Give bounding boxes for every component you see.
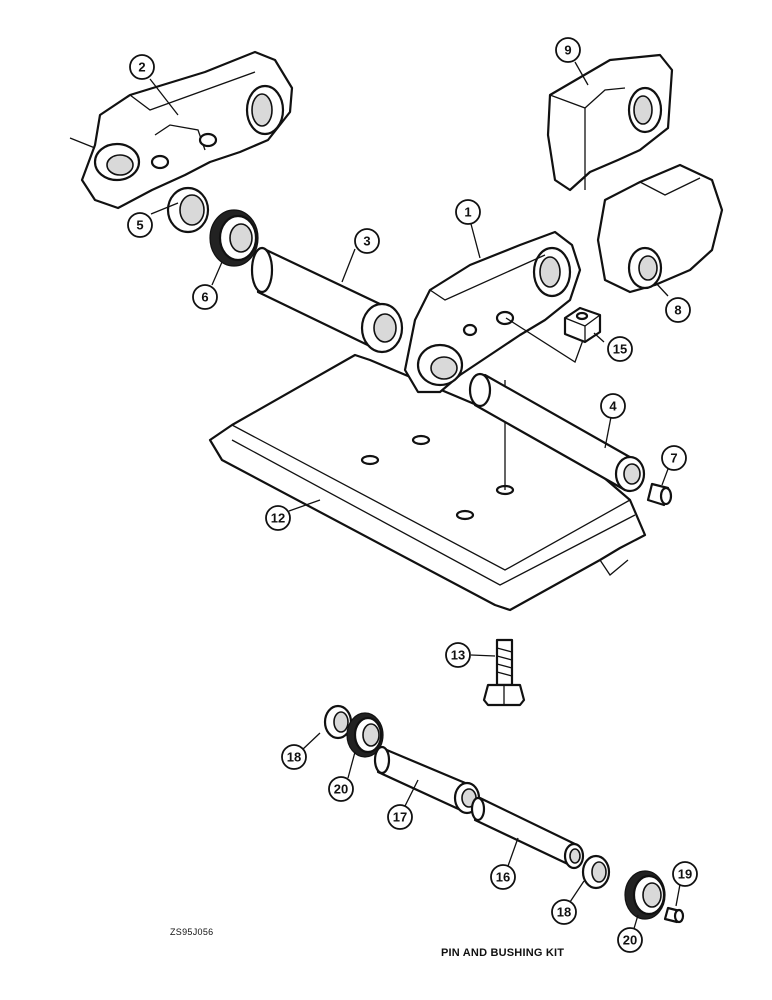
svg-text:9: 9: [564, 43, 571, 58]
bolt-13: [482, 638, 526, 707]
svg-text:19: 19: [678, 867, 692, 882]
kit-seal-18-top: [323, 704, 353, 740]
callout-2: 2: [129, 54, 155, 80]
bushing-3: [250, 246, 404, 354]
seal-ring-6: [209, 209, 259, 267]
kit-seal-20-bottom: [624, 870, 666, 920]
svg-text:6: 6: [201, 290, 208, 305]
callout-9: 9: [555, 37, 581, 63]
callout-12: 12: [265, 505, 291, 531]
callout-15: 15: [607, 336, 633, 362]
svg-text:8: 8: [674, 303, 681, 318]
nut-15: [505, 306, 602, 363]
callout-18-bottom: 18: [551, 899, 577, 925]
svg-text:1: 1: [464, 205, 471, 220]
master-link-half-8: [596, 163, 724, 294]
figure-code: ZS95J056: [170, 927, 214, 937]
svg-text:17: 17: [393, 810, 407, 825]
callout-17: 17: [387, 804, 413, 830]
svg-text:4: 4: [609, 399, 617, 414]
callout-20-top: 20: [328, 776, 354, 802]
pin-4: [468, 372, 646, 493]
svg-text:15: 15: [613, 342, 627, 357]
svg-text:2: 2: [138, 60, 145, 75]
callout-6: 6: [192, 284, 218, 310]
svg-text:18: 18: [287, 750, 301, 765]
callout-4: 4: [600, 393, 626, 419]
svg-text:3: 3: [363, 234, 370, 249]
callout-3: 3: [354, 228, 380, 254]
figure-caption: PIN AND BUSHING KIT: [441, 947, 565, 959]
svg-text:20: 20: [334, 782, 348, 797]
track-link-left: [69, 50, 294, 210]
callout-19: 19: [672, 861, 698, 887]
svg-text:12: 12: [271, 511, 285, 526]
track-link-right: [403, 230, 582, 394]
callout-5: 5: [127, 212, 153, 238]
seal-ring-5: [166, 186, 210, 234]
svg-text:7: 7: [670, 451, 677, 466]
svg-text:20: 20: [623, 933, 637, 948]
callout-1: 1: [455, 199, 481, 225]
callout-18-top: 18: [281, 744, 307, 770]
callout-20-bottom: 20: [617, 927, 643, 953]
kit-pin-16: [470, 796, 585, 870]
callout-13: 13: [445, 642, 471, 668]
track-shoe: [208, 353, 647, 612]
svg-text:5: 5: [136, 218, 143, 233]
kit-seal-18-bottom: [581, 854, 611, 890]
svg-text:18: 18: [557, 905, 571, 920]
plug-7: [646, 482, 673, 507]
kit-seal-20-top: [346, 712, 384, 758]
kit-bushing-17: [373, 745, 481, 815]
leader-lines: [149, 61, 682, 933]
svg-text:16: 16: [496, 870, 510, 885]
callout-16: 16: [490, 864, 516, 890]
svg-text:13: 13: [451, 648, 465, 663]
kit-plug-19: [663, 906, 685, 924]
callout-8: 8: [665, 297, 691, 323]
callout-7: 7: [661, 445, 687, 471]
master-link-half-9: [546, 53, 674, 192]
